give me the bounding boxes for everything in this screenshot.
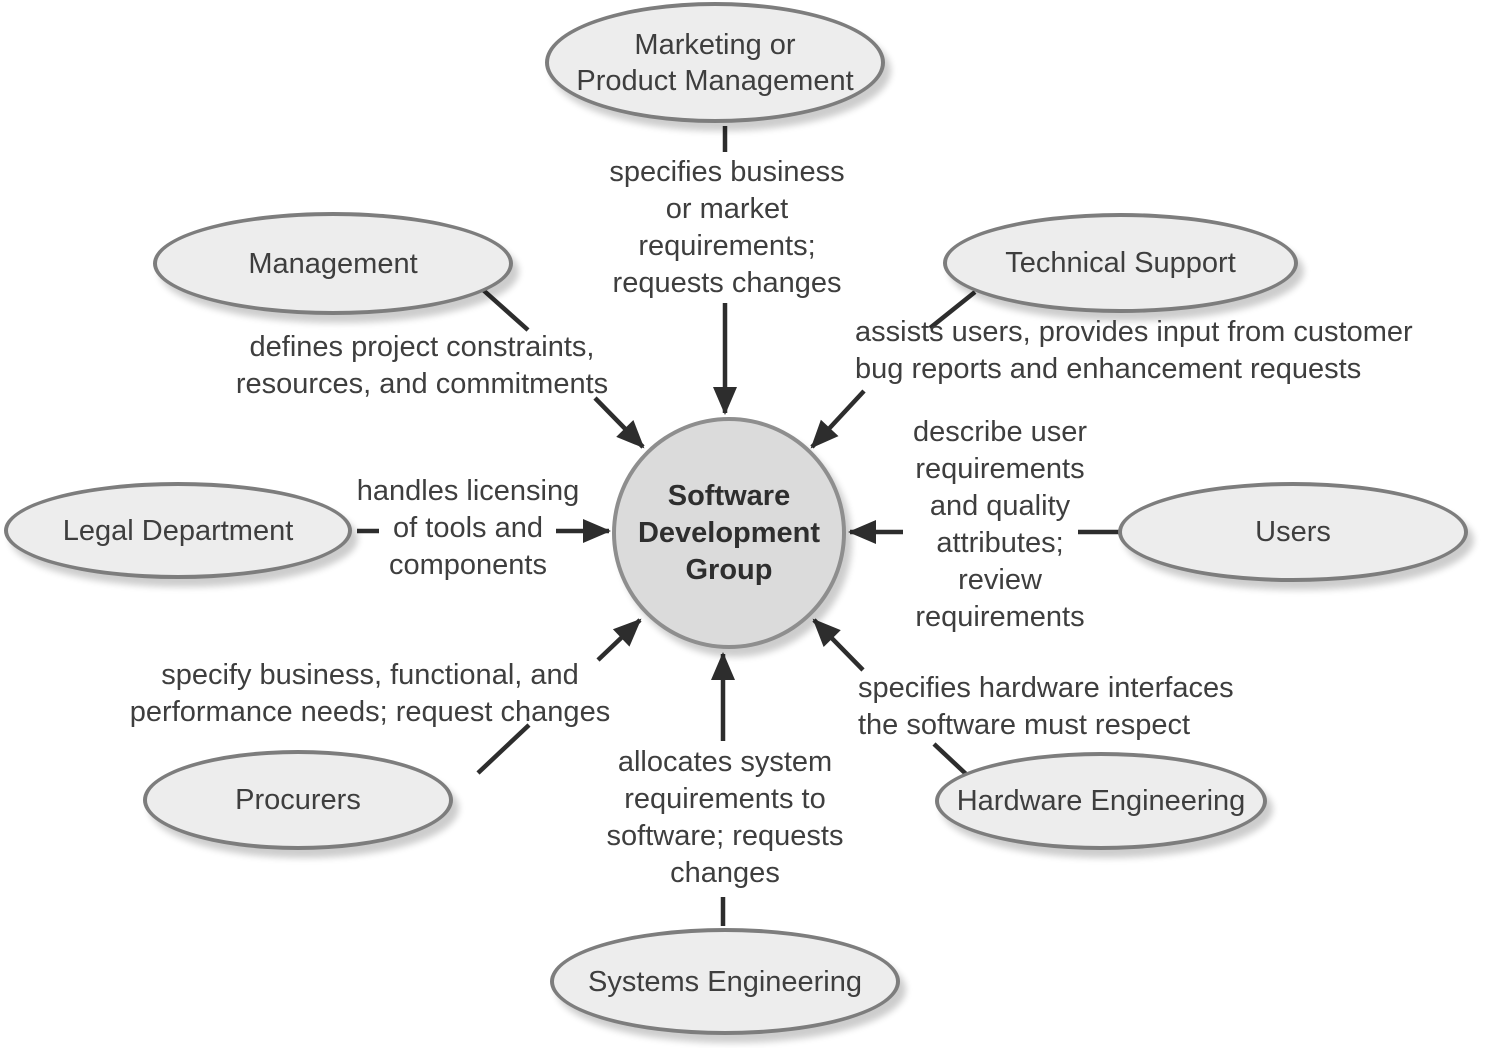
node-users-label: Users [1255,516,1331,548]
node-systems-engineering: Systems Engineering [550,928,900,1035]
node-hardware-engineering-label: Hardware Engineering [956,785,1246,817]
hub-software-development-group: Software Development Group [612,417,846,649]
node-procurers: Procurers [143,750,453,850]
node-marketing-or-product-management: Marketing or Product Management [545,2,885,123]
node-management: Management [153,212,513,315]
edge-technical-support-stub [928,290,977,330]
edge-technical-support-arrow [810,389,866,449]
node-technical-support: Technical Support [943,213,1298,313]
edge-label-hardware-engineering: specifies hardware interfaces the softwa… [858,672,1234,741]
edge-label-legal-department: handles licensing of tools and component… [356,475,580,581]
edge-management-connector [480,287,645,449]
edge-label-technical-support: assists users, provides input from custo… [855,316,1413,385]
edge-procurers-connector [476,618,642,775]
node-systems-engineering-label: Systems Engineering [587,965,863,998]
edge-procurers-arrow [596,618,642,662]
node-legal-department-label: Legal Department [62,514,294,547]
node-users: Users [1118,482,1468,582]
edge-hardware-engineering-connector [812,618,968,776]
edge-hardware-engineering-arrow [812,618,865,672]
edge-label-users: describe user requirements and quality a… [912,416,1088,633]
edge-procurers-stub [476,723,531,775]
node-technical-support-label: Technical Support [1005,247,1236,279]
edge-label-management: defines project constraints, resources, … [235,331,609,400]
node-marketing-label: Marketing or Product Management [576,28,854,97]
edge-management-arrow [593,396,645,449]
node-procurers-label: Procurers [235,784,361,816]
edge-technical-support-connector [810,290,977,449]
edge-label-systems-engineering: allocates system requirements to softwar… [606,746,844,889]
edge-hardware-engineering-stub [932,742,968,776]
edge-label-procurers: specify business, functional, and perfor… [129,659,611,728]
node-legal-department: Legal Department [4,482,352,579]
node-hardware-engineering: Hardware Engineering [935,752,1267,850]
node-management-label: Management [248,247,418,280]
edge-label-marketing: specifies business or market requirement… [609,156,845,299]
edge-management-stub [480,287,530,332]
hub-label: Software Development Group [637,479,821,586]
